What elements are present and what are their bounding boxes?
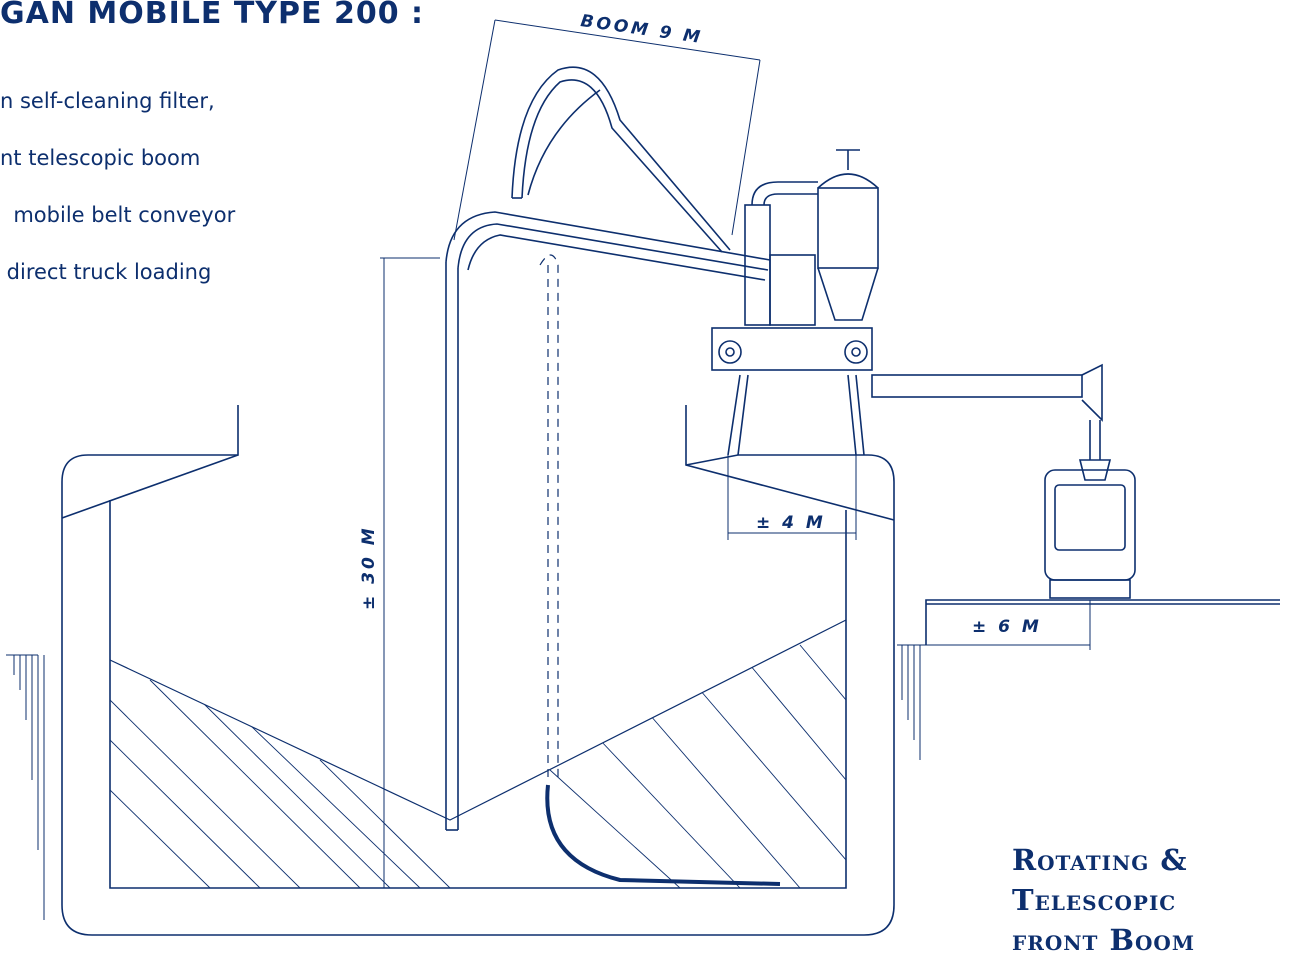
feature-item: n self-cleaning filter, — [0, 89, 215, 113]
feature-item: nt telescopic boom — [0, 146, 201, 170]
caption-line: Telescopic — [1012, 883, 1177, 917]
page-heading: GAN MOBILE TYPE 200 : — [0, 0, 425, 31]
feature-list: n self-cleaning filter, nt telescopic bo… — [0, 88, 235, 316]
hold-outer-wall — [61, 405, 895, 936]
quay — [925, 599, 1280, 645]
machine-base — [711, 327, 873, 456]
boom-lowered — [445, 211, 771, 281]
ground-hatch-right — [897, 644, 927, 760]
dim-height: ± 30 M — [359, 525, 379, 610]
downpipe — [445, 262, 459, 831]
truck — [1044, 469, 1136, 599]
compressor — [769, 254, 816, 326]
dim-reach: ± 4 M — [756, 513, 826, 533]
ground-hatch-left — [6, 654, 45, 920]
caption-line: front Boom — [1012, 923, 1195, 957]
cargo-hatch — [110, 644, 846, 888]
deck-left — [61, 454, 239, 519]
caption: Rotating & Telescopic front Boom — [1012, 840, 1195, 960]
dimension-lines — [380, 19, 1091, 888]
hold-inner-wall — [109, 500, 847, 889]
duct — [751, 181, 818, 206]
caption-line: Rotating & — [1012, 843, 1188, 877]
dim-conveyor: ± 6 M — [972, 617, 1042, 637]
downpipe-alternate — [539, 254, 559, 780]
belt-conveyor — [871, 363, 1112, 481]
feature-item: mobile belt conveyor — [0, 203, 236, 227]
flexible-hose — [545, 784, 781, 886]
filter-silo — [817, 149, 879, 321]
feature-item: direct truck loading — [0, 260, 212, 284]
cargo-pile — [109, 619, 847, 821]
deck-right — [685, 405, 895, 521]
boom-raised — [511, 66, 731, 253]
blower-housing — [744, 204, 771, 326]
